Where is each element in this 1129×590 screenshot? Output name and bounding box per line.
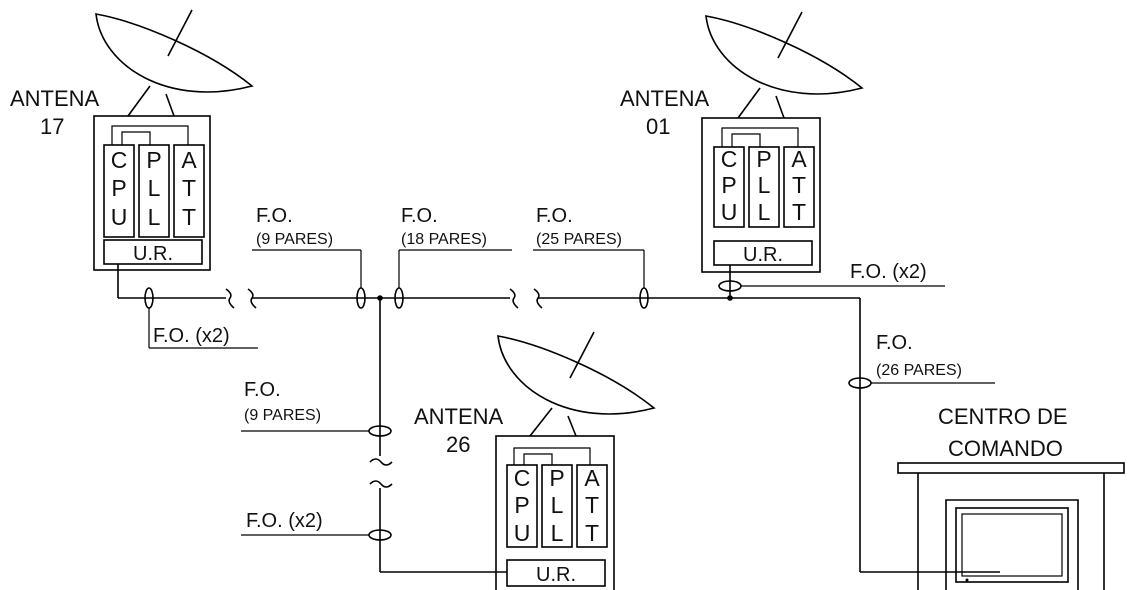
att-module bbox=[783, 146, 815, 228]
att-letter-3: T bbox=[182, 204, 196, 230]
ur-label: U.R. bbox=[743, 244, 783, 266]
fo-pairs-label: (25 PARES) bbox=[536, 231, 622, 248]
cpu-letter-1: C bbox=[111, 147, 128, 173]
att-module bbox=[173, 144, 205, 238]
desk-icon bbox=[897, 462, 1125, 590]
pll-letter-1: P bbox=[549, 465, 564, 491]
fo-label: F.O. bbox=[876, 332, 913, 354]
pll-letter-1: P bbox=[756, 146, 771, 172]
att-letter-2: T bbox=[585, 492, 599, 518]
att-letter-3: T bbox=[585, 520, 599, 546]
fo-x2-label: F.O. (x2) bbox=[246, 510, 323, 532]
antenna-label: ANTENA bbox=[414, 404, 504, 429]
cpu-letter-3: U bbox=[721, 199, 738, 225]
satellite-dish-icon bbox=[705, 11, 864, 119]
antenna-label: ANTENA bbox=[620, 86, 710, 111]
cpu-letter-2: P bbox=[111, 175, 126, 201]
satellite-dish-icon bbox=[497, 331, 656, 437]
cable-break-mark bbox=[369, 480, 393, 488]
antenna-17: C P U P L L A T T U.R. ANTENA 17 bbox=[10, 9, 254, 271]
antenna-label: ANTENA bbox=[10, 86, 100, 111]
fo-label: F.O. bbox=[256, 205, 293, 227]
monitor-icon bbox=[945, 499, 1079, 590]
ur-unit bbox=[713, 240, 813, 266]
antenna-number: 26 bbox=[446, 432, 470, 457]
pll-module bbox=[541, 464, 573, 548]
fo-x2-label: F.O. (x2) bbox=[153, 325, 230, 347]
att-letter-3: T bbox=[792, 199, 806, 225]
fo-label: F.O. bbox=[536, 205, 573, 227]
command-center-line1: CENTRO DE bbox=[938, 404, 1068, 429]
fiber-backbone bbox=[117, 264, 1000, 573]
pll-letter-3: L bbox=[551, 520, 564, 546]
cable-break-mark bbox=[225, 288, 235, 309]
pll-letter-2: L bbox=[758, 172, 771, 198]
pll-letter-3: L bbox=[758, 199, 771, 225]
command-center: CENTRO DE COMANDO bbox=[897, 404, 1125, 590]
cpu-letter-2: P bbox=[514, 492, 529, 518]
ur-label: U.R. bbox=[133, 243, 173, 265]
cpu-letter-3: U bbox=[111, 204, 128, 230]
antenna-number: 01 bbox=[646, 114, 670, 139]
att-module bbox=[576, 464, 608, 548]
pll-letter-2: L bbox=[148, 175, 161, 201]
fo-pairs-label: (9 PARES) bbox=[256, 231, 333, 248]
pll-module bbox=[748, 146, 780, 228]
cpu-module bbox=[713, 146, 745, 228]
pll-letter-3: L bbox=[148, 204, 161, 230]
pll-letter-1: P bbox=[146, 147, 161, 173]
cable-break-mark bbox=[369, 458, 393, 466]
att-letter-1: A bbox=[584, 465, 600, 491]
ur-unit bbox=[103, 239, 203, 265]
fiber-labels: F.O. (x2) F.O. (9 PARES) F.O. (18 PARES)… bbox=[148, 205, 995, 536]
att-letter-2: T bbox=[792, 172, 806, 198]
cpu-letter-2: P bbox=[721, 172, 736, 198]
att-letter-1: A bbox=[791, 146, 807, 172]
fo-label: F.O. bbox=[244, 379, 281, 401]
ur-label: U.R. bbox=[536, 564, 576, 586]
cpu-module bbox=[103, 144, 135, 238]
cpu-letter-1: C bbox=[514, 465, 531, 491]
fo-pairs-label: (26 PARES) bbox=[876, 362, 962, 379]
antenna-01: C P U P L L A T T U.R. ANTENA 01 bbox=[620, 11, 864, 273]
antenna-26: C P U P L L A T T U.R. ANTENA 26 bbox=[414, 331, 656, 590]
satellite-dish-icon bbox=[95, 9, 254, 117]
ur-unit bbox=[506, 559, 606, 587]
command-center-line2: COMANDO bbox=[948, 436, 1063, 461]
antenna-number: 17 bbox=[40, 114, 64, 139]
pll-module bbox=[138, 144, 170, 238]
cpu-module bbox=[506, 464, 538, 548]
cpu-letter-3: U bbox=[514, 520, 531, 546]
cpu-letter-1: C bbox=[721, 146, 738, 172]
pll-letter-2: L bbox=[551, 492, 564, 518]
cable-break-mark bbox=[509, 288, 519, 309]
fo-pairs-label: (9 PARES) bbox=[244, 407, 321, 424]
fo-label: F.O. bbox=[401, 205, 438, 227]
fo-x2-label: F.O. (x2) bbox=[850, 261, 927, 283]
att-letter-1: A bbox=[181, 147, 197, 173]
fo-pairs-label: (18 PARES) bbox=[401, 231, 487, 248]
att-letter-2: T bbox=[182, 175, 196, 201]
